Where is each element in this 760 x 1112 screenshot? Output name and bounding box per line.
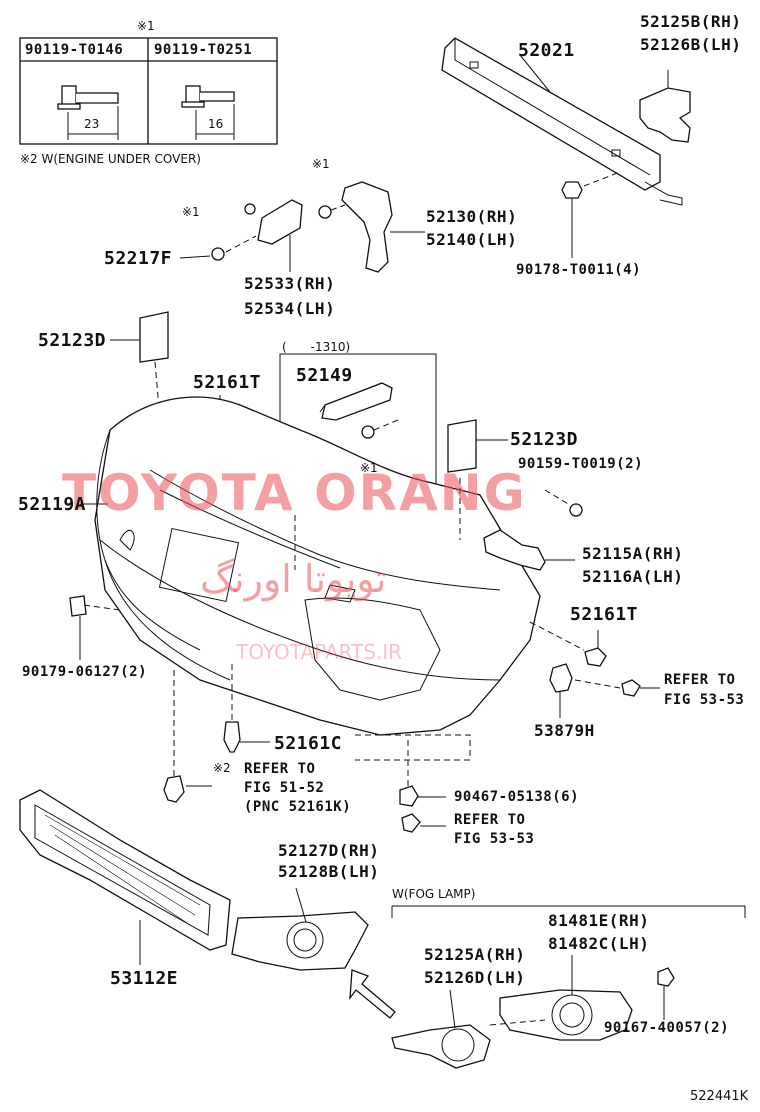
part-53879h [549,663,660,718]
table-col2: 90119-T0251 [154,42,253,58]
bracket-52115a [483,489,583,571]
label-52128b: 52128B(LH) [278,862,380,881]
label-52126b: 52126B(LH) [640,35,742,54]
fog-cover-52127d [231,887,369,971]
label-52127d: 52127D(RH) [278,841,380,860]
label-52021: 52021 [518,40,575,61]
note-mark: ※1 [137,19,155,33]
fastener-table [19,37,278,145]
refer-3-line2: FIG 53-53 [454,831,535,847]
label-81482c: 81482C(LH) [548,934,650,953]
lower-grille [19,789,231,965]
note-engine-under-cover: ※2 W(ENGINE UNDER COVER) [20,152,201,166]
label-90159: 90159-T0019(2) [518,456,644,472]
pad-52123d [110,311,508,473]
mark-2: ※2 [213,761,231,775]
refer-2-line3: (PNC 52161K) [244,799,352,815]
arrow-icon [349,969,396,1019]
label-52149: 52149 [296,365,353,386]
range-note: ( -1310) [282,340,351,354]
label-52161c: 52161C [274,733,343,754]
label-90467: 90467-05138(6) [454,789,580,805]
label-53879h: 53879H [534,721,595,740]
watermark-site: TOYOTAPARTS.IR [236,640,403,664]
label-52130: 52130(RH) [426,207,518,226]
label-52119a: 52119A [18,494,87,515]
watermark-arabic: تويوتا اورنگ [200,557,387,601]
bolt-icon [181,85,235,140]
label-52125b: 52125B(RH) [640,12,742,31]
mark-1: ※1 [182,205,200,219]
retainer-90179 [69,595,121,660]
clip-52161c [163,660,270,803]
clip-90467 [355,734,471,833]
refer-2-line1: REFER TO [244,761,316,777]
label-52140: 52140(LH) [426,230,518,249]
label-90179: 90179-06127(2) [22,664,148,680]
label-52534: 52534(LH) [244,299,336,318]
watermark-main: TOYOTA ORANG [62,464,527,522]
label-52115a: 52115A(RH) [582,544,684,563]
label-52123d-left: 52123D [38,330,107,351]
label-90167: 90167-40057(2) [604,1020,730,1036]
bolt-icon [57,85,119,140]
label-53112e: 53112E [110,968,179,989]
clip-52161t-right [529,621,607,667]
refer-1-line2: FIG 53-53 [664,692,745,708]
label-52217f: 52217F [104,248,173,269]
bumper-reinforcement [441,37,683,206]
label-52161t-right: 52161T [570,604,639,625]
label-90178: 90178-T0011(4) [516,262,642,278]
mark-1: ※1 [360,461,378,475]
figure-code: 522441K [690,1089,749,1104]
label-52533: 52533(RH) [244,274,336,293]
refer-1-line1: REFER TO [664,672,736,688]
bracket-52130 [318,181,425,273]
label-52126d: 52126D(LH) [424,968,526,987]
dim-23: 23 [84,117,100,131]
fog-lamp-bracket [391,905,746,1069]
label-52116a: 52116A(LH) [582,567,684,586]
label-52161t-upper: 52161T [193,372,262,393]
bracket-52125b [639,70,691,143]
refer-3-line1: REFER TO [454,812,526,828]
bolt-90178 [561,171,621,258]
mark-1: ※1 [312,157,330,171]
table-col1: 90119-T0146 [25,42,124,58]
label-81481e: 81481E(RH) [548,911,650,930]
label-52125a: 52125A(RH) [424,945,526,964]
refer-2-line2: FIG 51-52 [244,780,325,796]
bracket-52533 [179,199,303,272]
label-52123d-right: 52123D [510,429,579,450]
bumper-cover [80,396,541,736]
dim-16: 16 [208,117,224,131]
fog-lamp-note: W(FOG LAMP) [392,887,476,901]
